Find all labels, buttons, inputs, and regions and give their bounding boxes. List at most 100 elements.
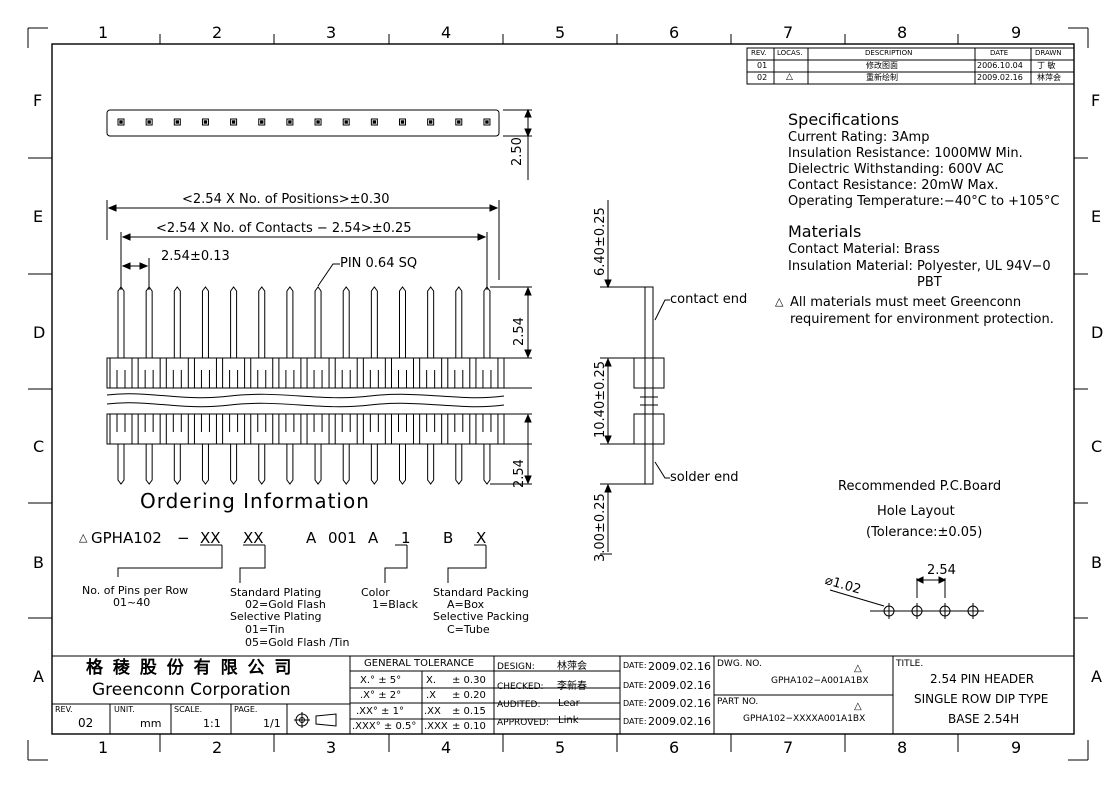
front-pin-lower-12 bbox=[427, 444, 435, 485]
zone-row-left-D: D bbox=[33, 323, 46, 342]
top-view-pin-2 bbox=[145, 118, 153, 126]
ordering-packing-title: Standard Packing bbox=[433, 586, 529, 599]
tol-angle-3: .XXX° ± 0.5° bbox=[352, 721, 417, 732]
ordering-selective-01: 01=Tin bbox=[245, 623, 285, 636]
zone-col-top-4: 4 bbox=[441, 23, 452, 42]
top-view-pin-8 bbox=[314, 118, 322, 126]
design-value: 林萍会 bbox=[557, 661, 587, 672]
front-pin-upper-6 bbox=[258, 286, 266, 358]
zone-col-top-3: 3 bbox=[326, 23, 337, 42]
front-pin-lower-6 bbox=[258, 444, 266, 485]
ordering-color-title: Color bbox=[361, 586, 390, 599]
zone-row-right-C: C bbox=[1091, 437, 1103, 456]
ordering-packing-c: C=Tube bbox=[447, 623, 490, 636]
rev-label: REV. bbox=[55, 705, 73, 714]
pcb-title-2: Hole Layout bbox=[877, 504, 955, 519]
zone-col-bottom-7: 7 bbox=[783, 738, 794, 757]
front-pin-upper-7 bbox=[286, 286, 294, 358]
rev-row-1-date: 2006.10.04 bbox=[977, 61, 1023, 70]
rev-row-1-rev: 01 bbox=[757, 61, 768, 70]
dim-pitch: 2.54±0.13 bbox=[161, 249, 230, 264]
ordering-title: Ordering Information bbox=[140, 489, 370, 513]
zone-col-bottom-4: 4 bbox=[441, 738, 452, 757]
rev-row-2-description: 重新绘制 bbox=[866, 73, 898, 82]
zone-col-top-7: 7 bbox=[783, 23, 794, 42]
materials-note-2: requirement for environment protection. bbox=[790, 312, 1054, 327]
dwg-no-label: DWG. NO. bbox=[717, 659, 762, 669]
dim-side-mid: 10.40±0.25 bbox=[593, 360, 608, 438]
ordering-sel-packing-title: Selective Packing bbox=[433, 610, 530, 623]
spec-insulation-resistance: Insulation Resistance: 1000MW Min. bbox=[788, 146, 1023, 161]
dwg-revision-triangle-icon: △ bbox=[854, 663, 862, 674]
front-pin-upper-1 bbox=[117, 286, 125, 358]
front-pin-upper-5 bbox=[230, 286, 238, 358]
zone-col-bottom-3: 3 bbox=[326, 738, 337, 757]
rev-header-date: DATE bbox=[990, 49, 1009, 57]
zone-row-right-D: D bbox=[1091, 323, 1104, 342]
ordering-revision-triangle-icon: △ bbox=[79, 531, 88, 544]
zone-row-right-A: A bbox=[1091, 667, 1102, 686]
ordering-code-b: B bbox=[443, 529, 454, 547]
front-pin-lower-1 bbox=[117, 444, 125, 485]
part-revision-triangle-icon: △ bbox=[854, 701, 862, 712]
date-label-3: DATE: bbox=[623, 699, 647, 708]
title-line-3: BASE 2.54H bbox=[948, 712, 1020, 726]
rev-row-1-description: 修改图面 bbox=[866, 61, 898, 70]
checked-value: 李新春 bbox=[557, 681, 587, 692]
materials-note-1: All materials must meet Greenconn bbox=[790, 295, 1022, 310]
company-name-en: Greenconn Corporation bbox=[92, 680, 291, 700]
rev-header-locas: LOCAS. bbox=[777, 49, 803, 57]
zone-col-top-1: 1 bbox=[98, 23, 109, 42]
ordering-color-1: 1=Black bbox=[372, 598, 418, 611]
rev-row-2-date: 2009.02.16 bbox=[977, 73, 1023, 82]
ordering-pins-range: 01~40 bbox=[113, 596, 151, 609]
front-pin-upper-4 bbox=[201, 286, 209, 358]
note-revision-triangle-icon: △ bbox=[775, 295, 784, 308]
front-pin-lower-10 bbox=[370, 444, 378, 485]
front-pin-upper-13 bbox=[455, 286, 463, 358]
front-pin-lower-7 bbox=[286, 444, 294, 485]
tol-linear-1-label: .X bbox=[426, 690, 437, 701]
title-label: TITLE. bbox=[896, 659, 924, 669]
top-view-pin-12 bbox=[427, 118, 435, 126]
tol-angle-2: .XX° ± 1° bbox=[356, 706, 404, 717]
front-pin-upper-2 bbox=[145, 286, 153, 358]
ordering-pins-label: No. of Pins per Row bbox=[82, 584, 189, 597]
front-pin-lower-3 bbox=[173, 444, 181, 485]
pcb-tolerance: (Tolerance:±0.05) bbox=[866, 525, 983, 540]
front-pin-upper-12 bbox=[427, 286, 435, 358]
ordering-code-001: 001 bbox=[328, 529, 357, 547]
ordering-code-pins: XX bbox=[200, 529, 221, 547]
materials-insulation: Insulation Material: Polyester, UL 94V−0 bbox=[788, 259, 1051, 274]
dim-positions: <2.54 X No. of Positions>±0.30 bbox=[182, 192, 390, 207]
zone-row-right-F: F bbox=[1091, 91, 1101, 110]
page-value: 1/1 bbox=[263, 717, 281, 730]
dim-side-bottom: 3.00±0.25 bbox=[593, 493, 608, 562]
ordering-code-plating: XX bbox=[243, 529, 264, 547]
top-view-pin-7 bbox=[286, 118, 294, 126]
zone-row-left-A: A bbox=[33, 667, 44, 686]
ordering-code-a: A bbox=[306, 529, 317, 547]
tol-linear-3-value: ± 0.10 bbox=[452, 721, 486, 732]
zone-col-top-9: 9 bbox=[1011, 23, 1022, 42]
top-view-pin-11 bbox=[399, 118, 406, 126]
front-pin-upper-11 bbox=[399, 286, 406, 358]
zone-col-bottom-5: 5 bbox=[555, 738, 566, 757]
tol-linear-0-label: X. bbox=[426, 675, 437, 686]
tol-angle-0: X.° ± 5° bbox=[360, 675, 402, 686]
dim-contacts: <2.54 X No. of Contacts − 2.54>±0.25 bbox=[156, 221, 412, 236]
zone-row-left-C: C bbox=[33, 437, 45, 456]
tol-angle-1: .X° ± 2° bbox=[360, 690, 402, 701]
ordering-code-prefix: GPHA102 bbox=[91, 529, 162, 547]
front-pin-upper-14 bbox=[483, 286, 491, 358]
zone-col-bottom-6: 6 bbox=[669, 738, 680, 757]
spec-current-rating: Current Rating: 3Amp bbox=[788, 130, 930, 145]
general-tolerance-title: GENERAL TOLERANCE bbox=[364, 658, 475, 669]
dwg-no-value: GPHA102−A001A1BX bbox=[771, 676, 869, 686]
top-view-pin-13 bbox=[455, 118, 463, 126]
scale-label: SCALE. bbox=[174, 705, 203, 714]
zone-col-top-5: 5 bbox=[555, 23, 566, 42]
ordering-code-a2: A bbox=[368, 529, 379, 547]
top-view-pin-1 bbox=[117, 118, 125, 126]
date-label-4: DATE: bbox=[623, 717, 647, 726]
